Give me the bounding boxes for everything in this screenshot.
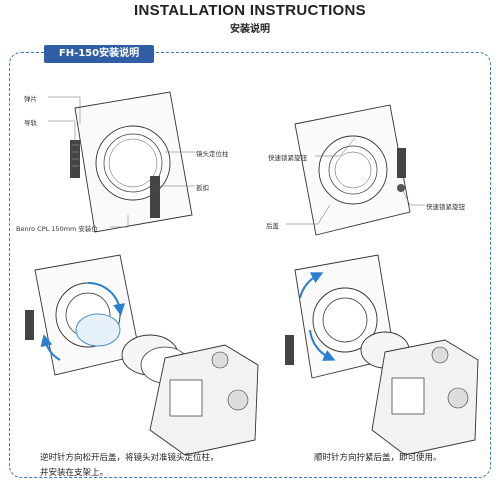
- instructions-frame: [9, 52, 491, 478]
- label-quick-knob-bottom: 快速锁紧旋钮: [426, 203, 465, 211]
- holder-diagram-rear: [294, 104, 411, 236]
- callout-lines-left: [48, 96, 195, 228]
- page-title: INSTALLATION INSTRUCTIONS: [134, 2, 366, 19]
- label-cpl-slot: Benro CPL 150mm 安装位: [16, 225, 98, 233]
- label-rail: 导轨: [24, 119, 37, 127]
- callout-lines-right: [286, 137, 425, 225]
- label-lens-pin: 镜头定位柱: [196, 150, 229, 158]
- caption-left-line1: 逆时针方向松开后盖，将镜头对准镜头定位柱，: [40, 453, 219, 463]
- caption-left: 逆时针方向松开后盖，将镜头对准镜头定位柱， 并安装在支架上。: [40, 451, 219, 481]
- page-subtitle: 安装说明: [230, 24, 270, 35]
- caption-left-line2: 并安装在支架上。: [40, 468, 109, 478]
- label-spring: 弹片: [24, 95, 37, 103]
- caption-right: 顺时针方向拧紧后盖，即可使用。: [314, 453, 442, 463]
- camera-install-illustration-left: [25, 254, 259, 456]
- label-wrench: 扳扣: [196, 184, 209, 192]
- holder-diagram-front: [70, 91, 193, 233]
- section-tag: FH-150安装说明: [44, 45, 154, 63]
- camera-install-illustration-right: [285, 254, 479, 456]
- label-rear-cap: 后盖: [266, 222, 279, 230]
- label-quick-knob-top: 快速锁紧旋钮: [268, 154, 307, 162]
